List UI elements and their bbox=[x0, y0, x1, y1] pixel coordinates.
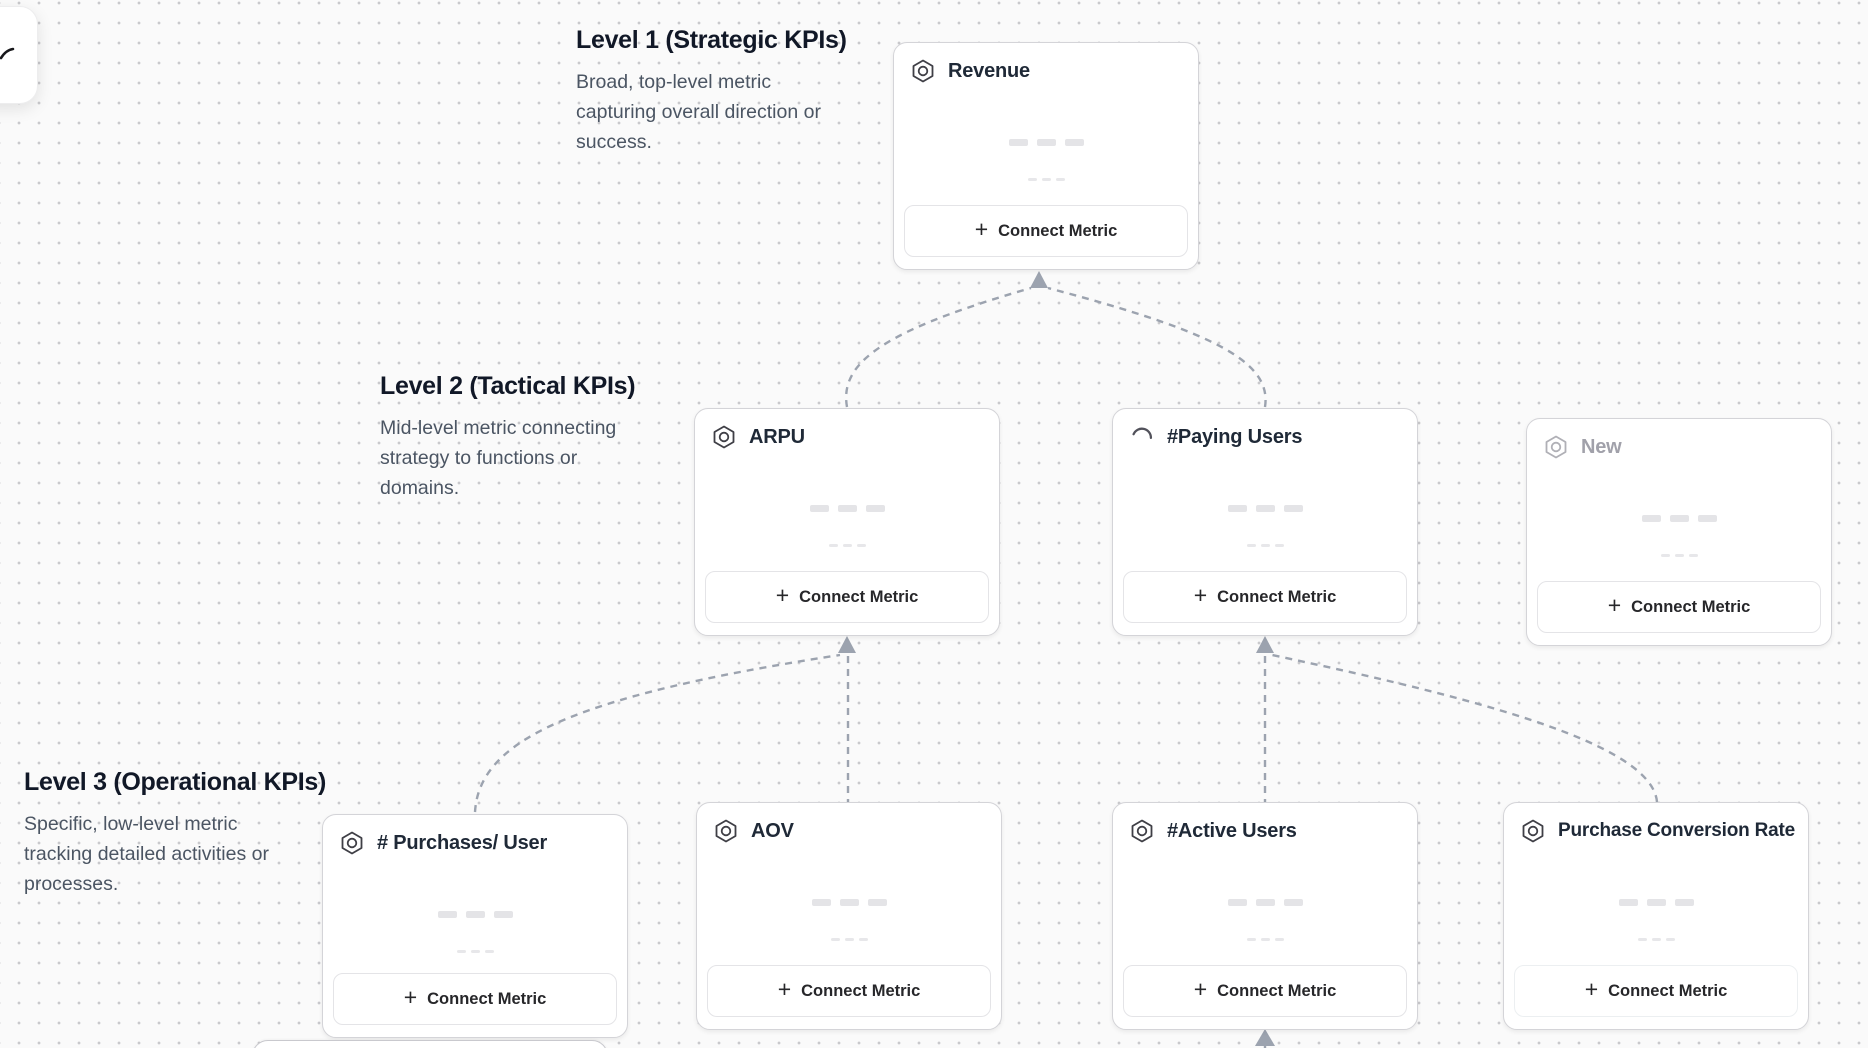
metric-hexagon-icon bbox=[339, 830, 365, 856]
plus-icon: + bbox=[1193, 976, 1208, 1002]
connect-metric-label: Connect Metric bbox=[799, 587, 919, 606]
arrowhead-revenue bbox=[1030, 271, 1048, 288]
metric-hexagon-icon bbox=[1543, 434, 1569, 460]
connect-metric-label: Connect Metric bbox=[998, 221, 1118, 240]
section-label-level3: Level 3 (Operational KPIs) Specific, low… bbox=[24, 768, 326, 899]
plus-icon: + bbox=[777, 976, 792, 1002]
connect-metric-button[interactable]: + Connect Metric bbox=[904, 205, 1188, 257]
card-title: Revenue bbox=[948, 59, 1030, 82]
connect-metric-button[interactable]: + Connect Metric bbox=[333, 973, 617, 1025]
skeleton-bars bbox=[894, 139, 1198, 146]
card-title: #Paying Users bbox=[1167, 425, 1303, 448]
metric-hexagon-icon bbox=[711, 424, 737, 450]
plus-icon: + bbox=[775, 582, 790, 608]
skeleton-dashes bbox=[323, 950, 627, 953]
kpi-card-active-users[interactable]: #Active Users + Connect Metric bbox=[1112, 802, 1418, 1030]
card-header: ARPU bbox=[695, 409, 999, 450]
connect-metric-label: Connect Metric bbox=[801, 981, 921, 1000]
skeleton-dashes bbox=[697, 938, 1001, 941]
card-header: #Active Users bbox=[1113, 803, 1417, 844]
kpi-card-partial-bottom[interactable] bbox=[252, 1040, 608, 1048]
kpi-card-new[interactable]: New + Connect Metric bbox=[1526, 418, 1832, 646]
section-description: Broad, top-level metric capturing overal… bbox=[576, 71, 821, 153]
metric-hexagon-icon bbox=[910, 58, 936, 84]
connect-metric-button[interactable]: + Connect Metric bbox=[707, 965, 991, 1017]
edge-payingusers-to-revenue bbox=[1047, 286, 1267, 408]
skeleton-dashes bbox=[1504, 938, 1808, 941]
skeleton-bars bbox=[1113, 899, 1417, 906]
kpi-card-revenue[interactable]: Revenue + Connect Metric bbox=[893, 42, 1199, 270]
metric-hexagon-icon bbox=[1129, 818, 1155, 844]
card-header: Purchase Conversion Rate bbox=[1504, 803, 1808, 844]
plus-icon: + bbox=[1584, 976, 1599, 1002]
skeleton-bars bbox=[695, 505, 999, 512]
kpi-card-paying-users[interactable]: #Paying Users + Connect Metric bbox=[1112, 408, 1418, 636]
metric-hexagon-icon bbox=[713, 818, 739, 844]
card-title: New bbox=[1581, 435, 1622, 458]
section-label-level2: Level 2 (Tactical KPIs) Mid-level metric… bbox=[380, 372, 636, 503]
arrowhead-payingusers bbox=[1256, 636, 1274, 653]
skeleton-bars bbox=[1527, 515, 1831, 522]
section-description: Specific, low-level metric tracking deta… bbox=[24, 813, 269, 895]
card-title: #Active Users bbox=[1167, 819, 1297, 842]
skeleton-bars bbox=[1113, 505, 1417, 512]
edge-pcr-to-payingusers bbox=[1271, 653, 1659, 803]
kpi-card-aov[interactable]: AOV + Connect Metric bbox=[696, 802, 1002, 1030]
kpi-card-purchases-per-user[interactable]: # Purchases/ User + Connect Metric bbox=[322, 814, 628, 1038]
connect-metric-button[interactable]: + Connect Metric bbox=[1123, 571, 1407, 623]
connect-metric-label: Connect Metric bbox=[1217, 587, 1337, 606]
section-title: Level 2 (Tactical KPIs) bbox=[380, 372, 636, 400]
edge-purchases-to-arpu bbox=[473, 653, 841, 813]
section-title: Level 3 (Operational KPIs) bbox=[24, 768, 327, 796]
card-title: AOV bbox=[751, 819, 794, 842]
skeleton-bars bbox=[1504, 899, 1808, 906]
plus-icon: + bbox=[403, 984, 418, 1010]
card-title: # Purchases/ User bbox=[377, 831, 548, 854]
connect-metric-label: Connect Metric bbox=[1217, 981, 1337, 1000]
arrowhead-activeusers-bottom bbox=[1255, 1029, 1275, 1046]
loading-spinner-icon bbox=[1129, 424, 1155, 450]
skeleton-dashes bbox=[695, 544, 999, 547]
section-label-level1: Level 1 (Strategic KPIs) Broad, top-leve… bbox=[576, 26, 847, 157]
skeleton-dashes bbox=[1527, 554, 1831, 557]
kpi-card-arpu[interactable]: ARPU + Connect Metric bbox=[694, 408, 1000, 636]
arrowhead-arpu bbox=[838, 636, 856, 653]
card-header: # Purchases/ User bbox=[323, 815, 627, 856]
skeleton-dashes bbox=[1113, 544, 1417, 547]
cursor-tool-icon bbox=[0, 47, 15, 60]
connect-metric-button[interactable]: + Connect Metric bbox=[1514, 965, 1798, 1017]
connect-metric-button[interactable]: + Connect Metric bbox=[1123, 965, 1407, 1017]
section-description: Mid-level metric connecting strategy to … bbox=[380, 417, 617, 499]
plus-icon: + bbox=[1607, 592, 1622, 618]
skeleton-dashes bbox=[894, 178, 1198, 181]
connect-metric-label: Connect Metric bbox=[1608, 981, 1728, 1000]
card-title: ARPU bbox=[749, 425, 805, 448]
connect-metric-label: Connect Metric bbox=[1631, 597, 1751, 616]
skeleton-bars bbox=[697, 899, 1001, 906]
connect-metric-label: Connect Metric bbox=[427, 989, 547, 1008]
skeleton-dashes bbox=[1113, 938, 1417, 941]
section-title: Level 1 (Strategic KPIs) bbox=[576, 26, 847, 54]
plus-icon: + bbox=[974, 216, 989, 242]
edge-arpu-to-revenue bbox=[844, 286, 1032, 408]
connect-metric-button[interactable]: + Connect Metric bbox=[1537, 581, 1821, 633]
connect-metric-button[interactable]: + Connect Metric bbox=[705, 571, 989, 623]
metric-hexagon-icon bbox=[1520, 818, 1546, 844]
card-header: AOV bbox=[697, 803, 1001, 844]
kpi-card-purchase-conversion-rate[interactable]: Purchase Conversion Rate + Connect Metri… bbox=[1503, 802, 1809, 1030]
card-title: Purchase Conversion Rate bbox=[1558, 820, 1796, 841]
skeleton-bars bbox=[323, 911, 627, 918]
card-header: Revenue bbox=[894, 43, 1198, 84]
floating-toolbar[interactable] bbox=[0, 6, 38, 104]
card-header: #Paying Users bbox=[1113, 409, 1417, 450]
card-header: New bbox=[1527, 419, 1831, 460]
plus-icon: + bbox=[1193, 582, 1208, 608]
